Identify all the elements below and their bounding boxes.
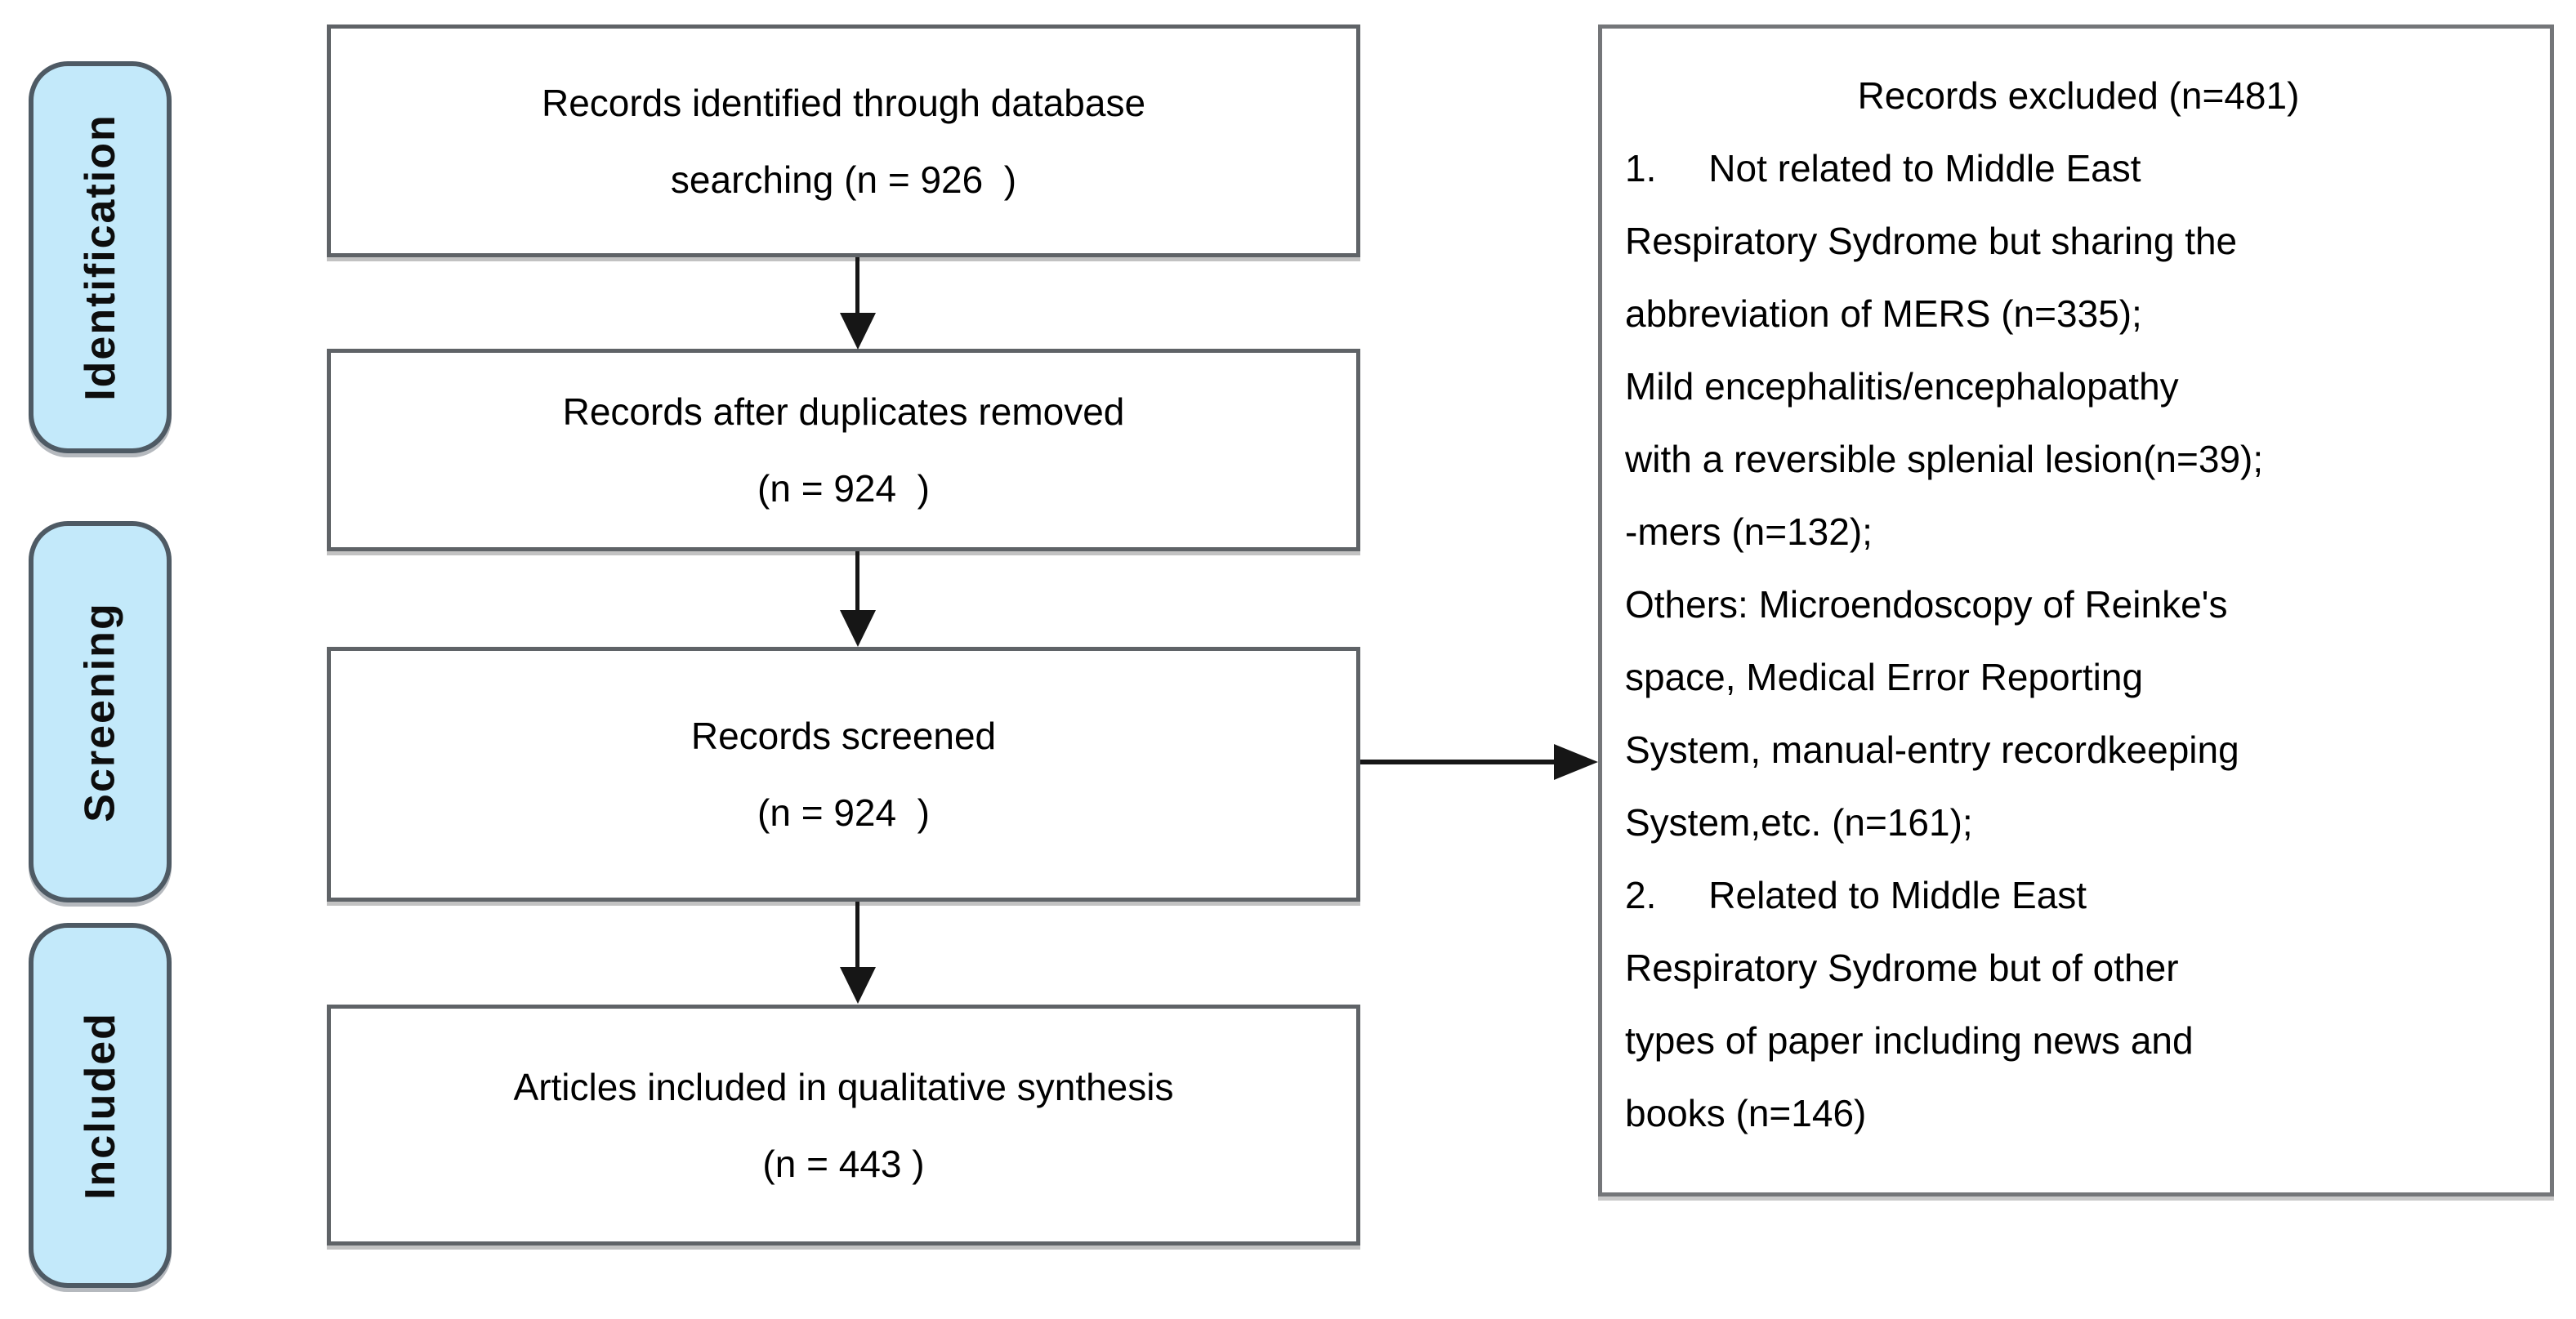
exclusion-arrow-head — [1554, 744, 1598, 780]
exclusion-arrow-line — [1360, 760, 1556, 764]
excluded-box-line: 1. Not related to Middle East — [1625, 147, 2141, 189]
excluded-box-line: Mild encephalitis/encephalopathy — [1625, 365, 2179, 408]
flow-box-records-screened: Records screened (n = 924 ) — [327, 647, 1360, 902]
flow-arrow-2-line — [855, 551, 859, 612]
stage-included: Included — [29, 923, 172, 1288]
excluded-box-line: System, manual-entry recordkeeping — [1625, 729, 2239, 771]
flow-arrow-1-head — [840, 313, 876, 350]
stage-identification-label: Identification — [76, 114, 124, 401]
excluded-box-title: Records excluded (n=481) — [1857, 74, 2300, 117]
flow-box-text-line: Articles included in qualitative synthes… — [513, 1065, 1174, 1108]
stage-screening-label: Screening — [76, 601, 124, 822]
excluded-box-line: abbreviation of MERS (n=335); — [1625, 292, 2142, 335]
flow-box-text-line: (n = 924 ) — [757, 467, 930, 510]
excluded-box-line: with a reversible splenial lesion(n=39); — [1625, 438, 2264, 480]
flow-box-text-line: Records screened — [690, 715, 997, 757]
stage-screening: Screening — [29, 521, 172, 902]
excluded-box-line: books (n=146) — [1625, 1092, 1867, 1134]
flow-box-text-line: (n = 443 ) — [762, 1142, 925, 1185]
excluded-box-line: 2. Related to Middle East — [1625, 874, 2087, 916]
excluded-box-line: Respiratory Sydrome but of other — [1625, 947, 2179, 989]
excluded-box-line: System,etc. (n=161); — [1625, 801, 1973, 844]
excluded-records-box: Records excluded (n=481) 1. Not related … — [1598, 25, 2554, 1196]
excluded-box-line: Respiratory Sydrome but sharing the — [1625, 220, 2238, 262]
flow-box-text-line: Records after duplicates removed — [562, 390, 1125, 433]
excluded-box-line: -mers (n=132); — [1625, 510, 1873, 553]
flow-box-records-identified: Records identified through database sear… — [327, 25, 1360, 257]
flow-box-articles-included: Articles included in qualitative synthes… — [327, 1005, 1360, 1245]
flow-box-text-line: Records identified through database — [541, 81, 1146, 124]
stage-included-label: Included — [76, 1011, 124, 1200]
flow-arrow-1-line — [855, 257, 859, 314]
flow-box-text-line: (n = 924 ) — [757, 791, 930, 834]
stage-identification: Identification — [29, 61, 172, 453]
flow-box-duplicates-removed: Records after duplicates removed (n = 92… — [327, 349, 1360, 551]
flow-arrow-3-line — [855, 902, 859, 969]
excluded-box-line: types of paper including news and — [1625, 1019, 2194, 1062]
excluded-box-line: space, Medical Error Reporting — [1625, 656, 2144, 698]
flow-arrow-2-head — [840, 610, 876, 647]
flow-box-text-line: searching (n = 926 ) — [670, 158, 1017, 201]
excluded-box-line: Others: Microendoscopy of Reinke's — [1625, 583, 2228, 626]
flow-arrow-3-head — [840, 967, 876, 1004]
